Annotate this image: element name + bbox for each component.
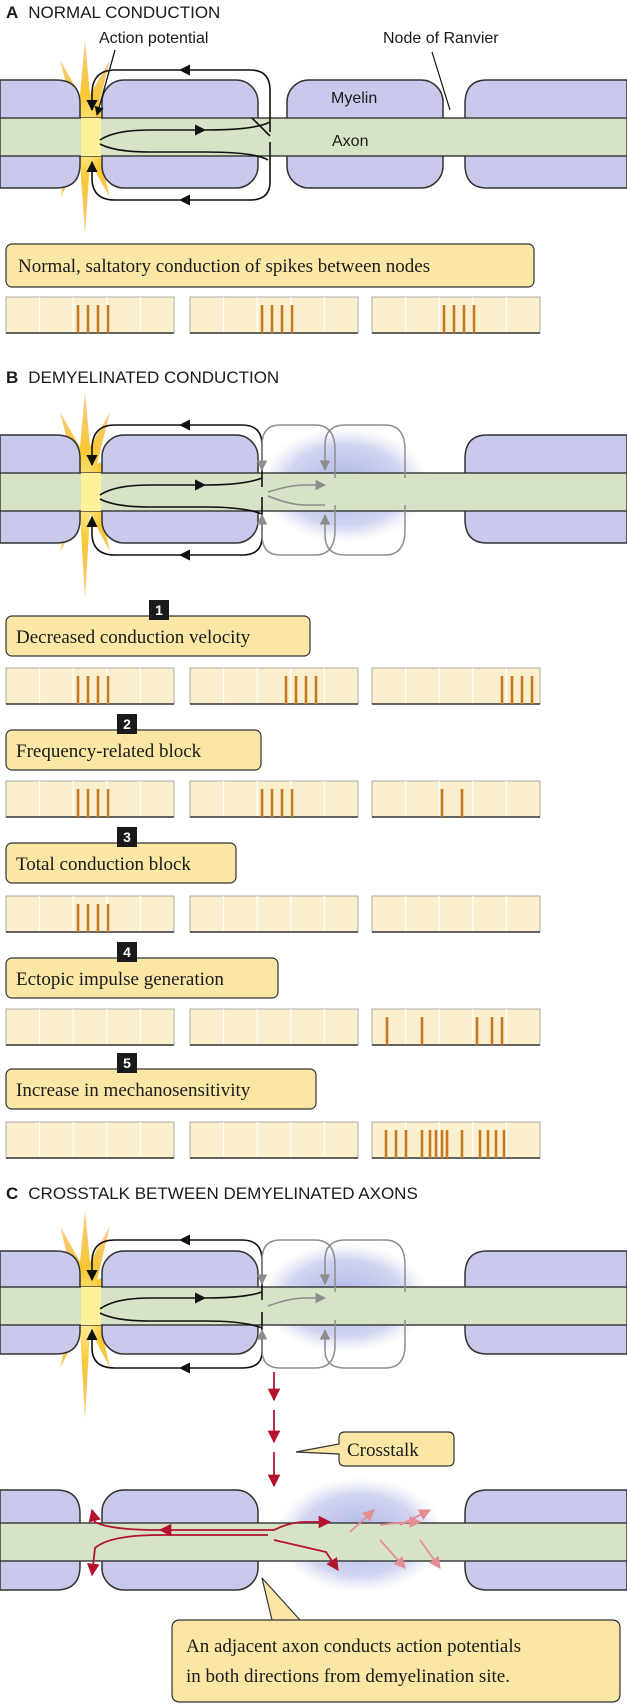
adjacent-axon-callout (171, 1577, 621, 1703)
caption-box-normal (5, 243, 535, 288)
effect-4-label: Ectopic impulse generation (16, 969, 224, 990)
depolarized-node (81, 118, 101, 156)
spike-strip (5, 895, 175, 933)
spike-strip (189, 780, 359, 818)
label-action-potential: Action potential (99, 30, 208, 47)
spike-strip (189, 1008, 359, 1046)
effect-4-number: 4 (123, 944, 131, 960)
effect-5-number: 5 (123, 1055, 131, 1071)
spike-strip (371, 780, 541, 818)
spike-strip (189, 296, 359, 334)
current-loops-c1 (86, 1234, 263, 1374)
caption-adjacent-line2: in both directions from demyelination si… (186, 1666, 510, 1687)
label-myelin: Myelin (331, 90, 377, 107)
node-of-ranvier-pointer (431, 51, 451, 111)
spike-strip (5, 667, 175, 705)
effect-5: 5 Increase in mechanosensitivity (5, 1053, 317, 1110)
action-potential-pointer (94, 49, 116, 116)
spike-strips-normal (5, 296, 541, 334)
spike-strip (371, 1008, 541, 1046)
spike-strip (189, 895, 359, 933)
effect-1-number: 1 (155, 602, 163, 618)
crosstalk-callout (295, 1431, 455, 1467)
effect-2: 2 Frequency-related block (5, 714, 262, 771)
label-axon: Axon (332, 133, 368, 150)
spike-strip (5, 1121, 175, 1159)
effect-2-label: Frequency-related block (16, 741, 202, 762)
spike-strip (5, 1008, 175, 1046)
caption-adjacent-line1: An adjacent axon conducts action potenti… (186, 1636, 521, 1657)
caption-normal: Normal, saltatory conduction of spikes b… (18, 256, 430, 277)
spike-strips-effect-3 (5, 895, 541, 933)
effect-1: 1 Decreased conduction velocity (5, 600, 311, 657)
effect-2-number: 2 (123, 716, 131, 732)
effect-3: 3 Total conduction block (5, 827, 237, 884)
effect-3-label: Total conduction block (16, 854, 191, 875)
current-loops-gray-b (256, 424, 406, 556)
spike-strips-effect-4 (5, 1008, 541, 1046)
spike-strip (371, 1121, 541, 1159)
spike-strips-effect-5 (5, 1121, 541, 1159)
depolarized-node-c (81, 1287, 101, 1325)
current-loops (86, 64, 271, 206)
effect-5-label: Increase in mechanosensitivity (16, 1080, 251, 1101)
effect-1-label: Decreased conduction velocity (16, 627, 251, 648)
spike-strip (371, 895, 541, 933)
spike-strips-effect-2 (5, 780, 541, 818)
depolarized-node-b (81, 473, 101, 511)
spike-strip (371, 667, 541, 705)
label-node-of-ranvier: Node of Ranvier (383, 30, 499, 47)
spike-strips-effect-1 (5, 667, 541, 705)
current-loops-gray-c1 (256, 1239, 406, 1369)
spike-strip (5, 780, 175, 818)
crosstalk-currents-red (86, 1508, 339, 1577)
spike-strip (5, 296, 175, 334)
spike-strip (371, 296, 541, 334)
effect-3-number: 3 (123, 829, 131, 845)
effect-4: 4 Ectopic impulse generation (5, 942, 279, 999)
spike-strip (189, 667, 359, 705)
caption-crosstalk: Crosstalk (347, 1440, 419, 1461)
spike-strip (189, 1121, 359, 1159)
crosstalk-currents-pink (349, 1509, 441, 1569)
